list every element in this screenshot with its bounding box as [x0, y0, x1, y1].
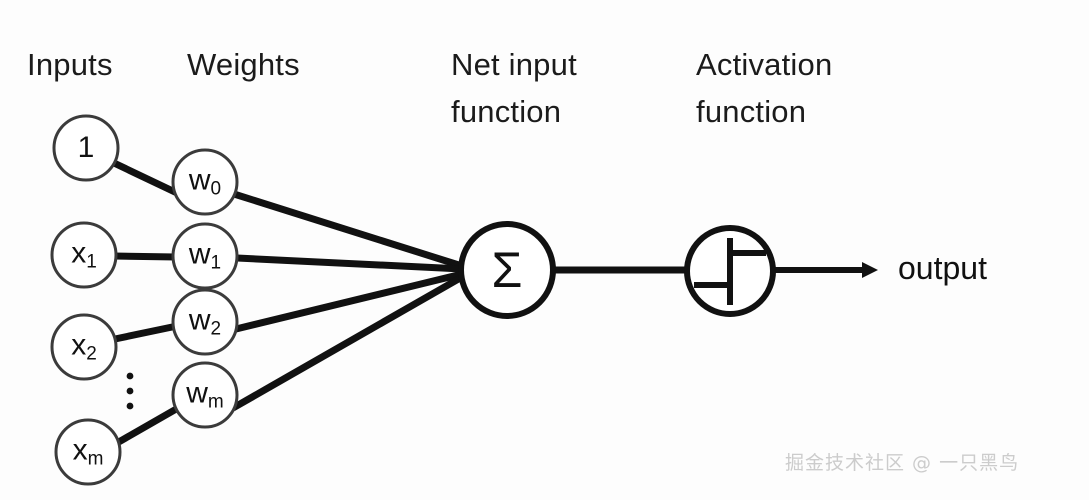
- step-function-icon: [694, 238, 766, 305]
- header-activation-function: Activation function: [696, 47, 833, 129]
- edge-w0-to-sigma: [232, 190, 464, 270]
- activation-node: [684, 225, 776, 317]
- vertical-ellipsis-icon: [126, 372, 134, 410]
- header-inputs: Inputs: [27, 47, 113, 82]
- weight-node-w0: [171, 148, 239, 216]
- input-node-bias: [52, 114, 120, 182]
- summation-node-circle: [458, 221, 556, 319]
- edge-x1-to-w1: [113, 252, 177, 261]
- edge-bias-to-w0: [112, 159, 179, 197]
- input-node-xm: [54, 418, 122, 486]
- edge-xm-to-wm: [115, 404, 180, 447]
- header-net-input-function: Net input function: [451, 47, 577, 129]
- header-weights: Weights: [187, 47, 300, 82]
- output-label: output: [898, 250, 987, 286]
- input-node-x1: [50, 221, 118, 289]
- output-arrow-head: [862, 262, 878, 278]
- watermark: 掘金技术社区 @ 一只黑鸟: [785, 452, 1020, 474]
- weight-node-w1: [171, 222, 239, 290]
- weight-node-wm: [171, 361, 239, 429]
- input-node-x2: [50, 313, 118, 381]
- input-to-weight-edges: [112, 159, 180, 447]
- edge-w1-to-sigma: [236, 254, 463, 273]
- edge-wm-to-sigma: [231, 273, 464, 412]
- weight-to-summation-edges: [231, 190, 464, 412]
- edge-w2-to-sigma: [235, 270, 463, 333]
- weight-node-circles: [171, 148, 239, 429]
- input-node-circles: [50, 114, 122, 486]
- output-arrow: [774, 262, 878, 278]
- edge-x2-to-w2: [114, 322, 178, 343]
- weight-node-w2: [171, 288, 239, 356]
